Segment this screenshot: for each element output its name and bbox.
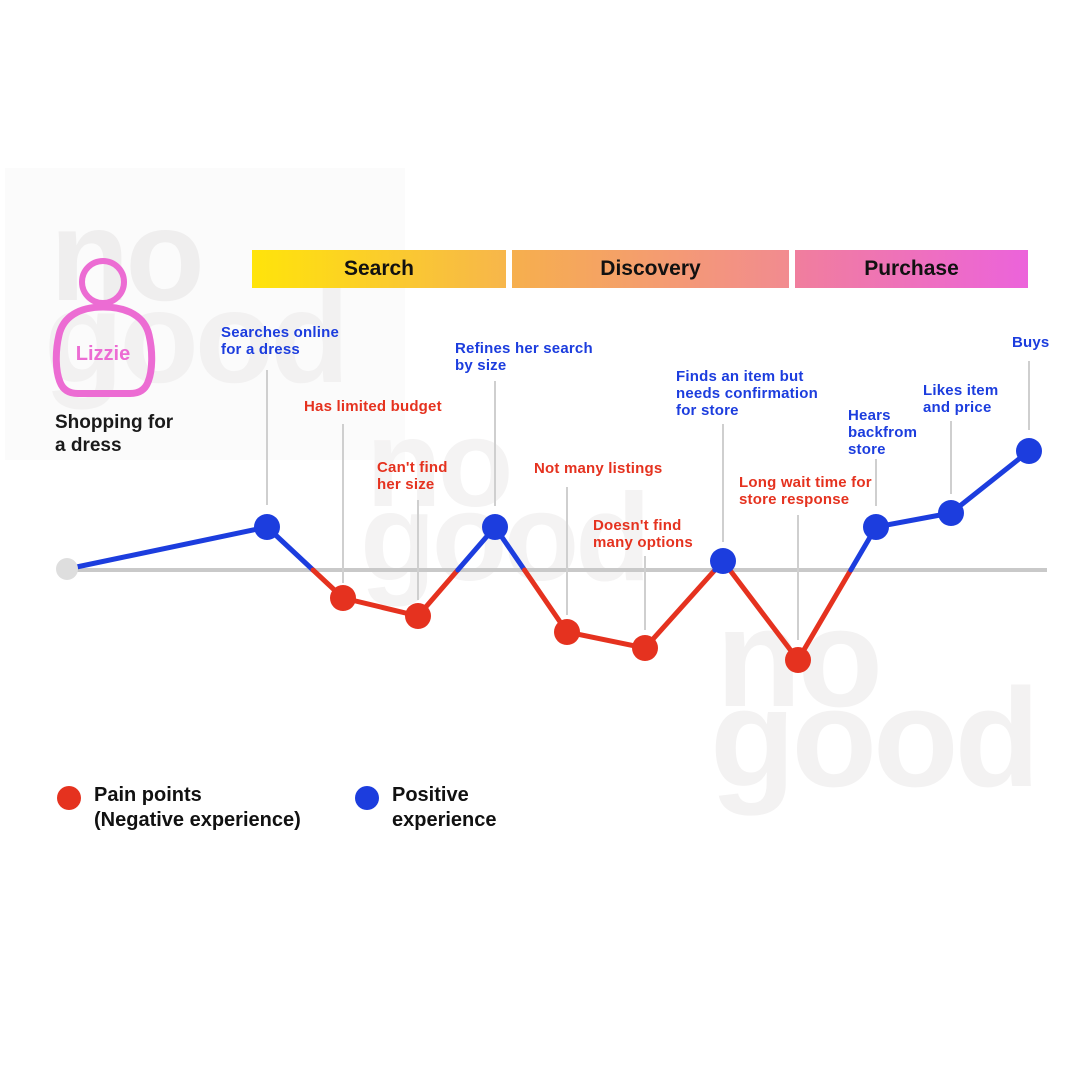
journey-line-segment: [948, 448, 1032, 516]
journey-line-segment: [795, 567, 854, 663]
legend-item-positive: Positive experience: [355, 783, 497, 833]
phase-label: Search: [343, 257, 415, 280]
avatar-head-icon: [79, 258, 127, 306]
journey-start-dot: [56, 558, 78, 580]
journey-point-dot: [405, 603, 431, 629]
journey-point-dot: [785, 647, 811, 673]
legend-dot-positive-icon: [355, 786, 379, 810]
persona-name: Lizzie: [76, 343, 130, 365]
journey-line-segment: [642, 567, 718, 651]
phase-bar-search: Search: [252, 250, 506, 288]
journey-point-dot: [482, 514, 508, 540]
journey-line-segment: [727, 567, 801, 663]
phase-label: Discovery: [600, 257, 701, 280]
avatar-body-icon: [52, 303, 156, 397]
watermark-good: good: [710, 659, 1040, 816]
watermark-no: no: [366, 395, 513, 533]
journey-line-segment: [64, 524, 270, 572]
legend-item-pain: Pain points (Negative experience): [57, 783, 301, 833]
watermark-good: good: [44, 264, 350, 410]
journey-point-dot: [254, 514, 280, 540]
legend-label-positive: Positive experience: [392, 784, 497, 831]
phase-label: Purchase: [864, 257, 959, 280]
persona-goal: Shopping for a dress: [55, 412, 174, 456]
legend-label-pain: Pain points (Negative experience): [94, 784, 301, 831]
journey-point-dot: [1016, 438, 1042, 464]
phase-bar-purchase: Purchase: [795, 250, 1028, 288]
phase-bar-discovery: Discovery: [512, 250, 789, 288]
watermark-no: no: [50, 182, 205, 328]
journey-point-dot: [554, 619, 580, 645]
journey-line-segment: [564, 629, 648, 651]
journey-point-dot: [330, 585, 356, 611]
persona-avatar: Lizzie: [52, 258, 156, 397]
journey-point-dot: [710, 548, 736, 574]
journey-point-dot: [863, 514, 889, 540]
journey-point-dot: [632, 635, 658, 661]
journey-point-dot: [938, 500, 964, 526]
legend-dot-pain-icon: [57, 786, 81, 810]
